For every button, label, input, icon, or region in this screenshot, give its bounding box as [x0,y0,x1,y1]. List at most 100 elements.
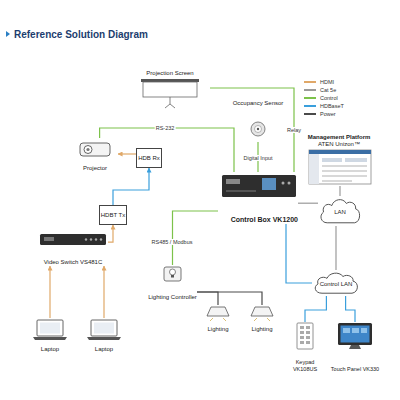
platform-screenshot [309,154,319,184]
connector [286,224,312,283]
connector [339,186,340,196]
node-label: Video Switch VS481C [44,259,103,266]
lamp-icon [223,318,226,321]
connector [335,226,336,270]
legend-text: HDMI [320,79,334,85]
connector [305,296,326,322]
lan-cloud: LAN [318,196,362,226]
keypad-icon [300,336,304,339]
lighting-fixture: Lighting [244,305,280,333]
management-platform: Management PlatformATEN Unizon™ [300,134,378,186]
lighting-controller-icon [164,267,181,281]
node-label: Laptop [41,346,59,353]
cloud-outline [315,273,357,293]
node-label: Control Box VK1200 [231,216,298,224]
node-label: Projector [83,165,107,172]
node-label: Control LAN [320,278,353,288]
cloud-outline [321,200,360,223]
lamp-icon [254,318,257,321]
laptop: Laptop [84,318,124,353]
connector [113,168,149,205]
video-switch-icon [85,238,87,240]
lighting-controller-icon [170,269,176,275]
keypad-icon [306,336,310,339]
sensor-icon [251,122,265,136]
node-label: Lighting Controller [148,294,197,301]
connector-label: Relay [286,127,302,133]
control-box-icon [262,178,276,190]
keypad-icon [297,323,313,349]
platform-screenshot [322,158,342,162]
connector-label: RS485 / Modbus [151,239,194,245]
keypad-icon [300,331,304,334]
touch-panel-icon [343,328,350,333]
legend-row: Control [304,94,344,102]
platform-screenshot [309,150,371,154]
legend-row: HDBaseT [304,102,344,110]
node-label: Projection Screen [146,70,193,77]
node-label: HDBT Tx [101,212,125,219]
touch-panel-icon [338,323,372,349]
lamp-icon [251,307,273,316]
projection-screen-icon [170,97,171,104]
legend-text: Control [320,95,338,101]
projection-screen-icon [165,104,170,108]
connector [49,266,50,318]
platform-screenshot [322,165,367,167]
connector [108,225,113,242]
projector-icon [80,143,110,156]
laptop-icon [94,323,114,334]
control-box-icon [226,190,256,192]
control-box-icon [282,182,285,185]
video-switch: Video Switch VS481C [38,232,108,266]
platform-screenshot [322,170,367,172]
touch-panel-icon [341,326,370,343]
laptop-icon [40,323,60,334]
projector: Projector [72,138,118,172]
hdbaseT-transmitter: HDBT Tx [99,205,127,225]
diagram-title: Reference Solution Diagram [14,29,148,40]
control-box: Control Box VK1200 [218,172,298,224]
touch-panel-icon [352,328,359,333]
video-switch-icon [40,234,106,245]
laptop-icon [33,337,67,340]
legend-text: Cat 5e [320,87,336,93]
laptop: Laptop [30,318,70,353]
legend-swatch [304,81,316,83]
lighting-controller: Lighting Controller [148,265,197,301]
title-marker [6,31,10,37]
node-label: Keypad VK108US [286,359,324,372]
keypad-icon [300,326,304,329]
video-switch-icon [90,238,92,240]
touch-panel-icon [349,345,361,349]
connector-label: RS-232 [155,125,176,131]
legend-row: HDMI [304,78,344,86]
control-box-icon [222,175,296,197]
video-switch-icon [95,238,97,240]
control-box-icon [288,182,291,185]
video-switch-icon [40,234,106,245]
connector [298,203,318,204]
lighting-fixture: Lighting [200,305,236,333]
legend: HDMI Cat 5e ControlHDBaseTPower [304,78,344,118]
connector [346,296,355,322]
projection-screen: Projection Screen [130,70,210,110]
projector-icon [80,143,110,156]
touch-panel: Touch Panel VK330 [329,322,382,372]
touch-panel-icon [361,328,367,333]
node-label: Occupancy Sensor [233,100,284,107]
node-label: Lighting [207,326,228,333]
legend-row: Power [304,110,344,118]
control-box-icon [226,179,240,184]
lamp-icon [207,307,229,316]
projection-screen-icon [143,82,197,97]
video-switch-icon [100,238,102,240]
lamp-icon [210,318,213,321]
sensor-icon [255,126,262,133]
keypad: Keypad VK108US [286,322,324,372]
legend-row: Cat 5e [304,86,344,94]
legend-swatch [304,105,316,107]
laptop-icon [33,320,121,340]
hdbaseT-receiver: HDB Rx [136,148,162,168]
